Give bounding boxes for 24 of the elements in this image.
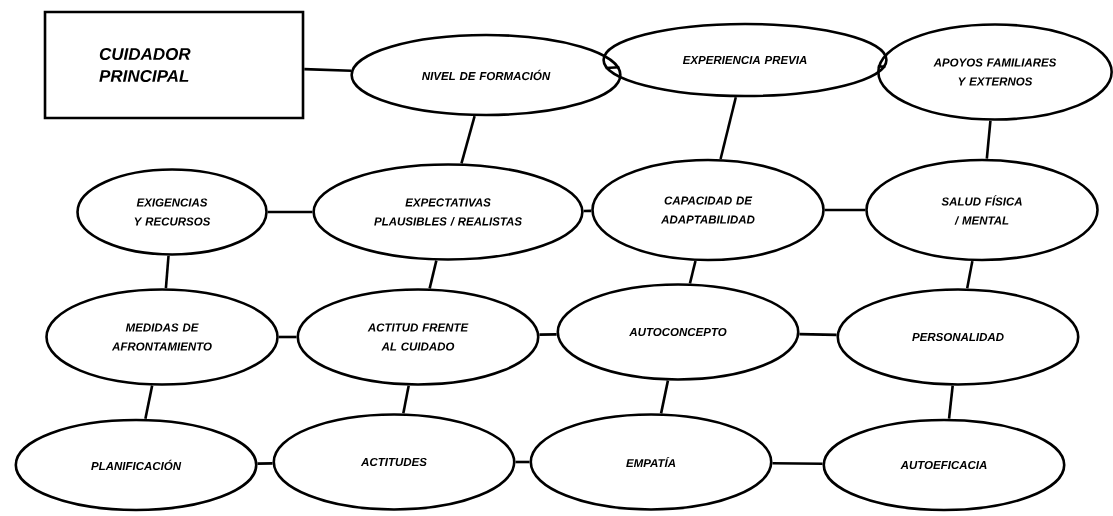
connector-line	[257, 462, 273, 465]
connector-line	[460, 115, 476, 164]
connector-line	[688, 260, 697, 284]
connector-line	[402, 385, 410, 414]
connector-line	[428, 260, 438, 289]
connector-line	[605, 66, 620, 70]
connector-line	[659, 380, 670, 414]
connector-line	[164, 255, 170, 289]
connector-line	[824, 208, 866, 212]
connector-line	[583, 209, 592, 213]
connector-line	[278, 335, 297, 339]
connector-line	[965, 260, 974, 289]
connector-line	[947, 385, 954, 419]
connector-line	[877, 65, 886, 69]
connector-line	[144, 385, 154, 420]
title-box: CUIDADOR PRINCIPAL	[43, 10, 305, 120]
connector-line	[539, 333, 557, 336]
connector-line	[799, 332, 837, 337]
connector-line	[515, 460, 530, 464]
connector-line	[719, 96, 738, 160]
connector-line	[304, 67, 352, 72]
connector-line	[267, 210, 313, 214]
connector-line	[985, 120, 992, 159]
connector-line	[772, 461, 823, 466]
